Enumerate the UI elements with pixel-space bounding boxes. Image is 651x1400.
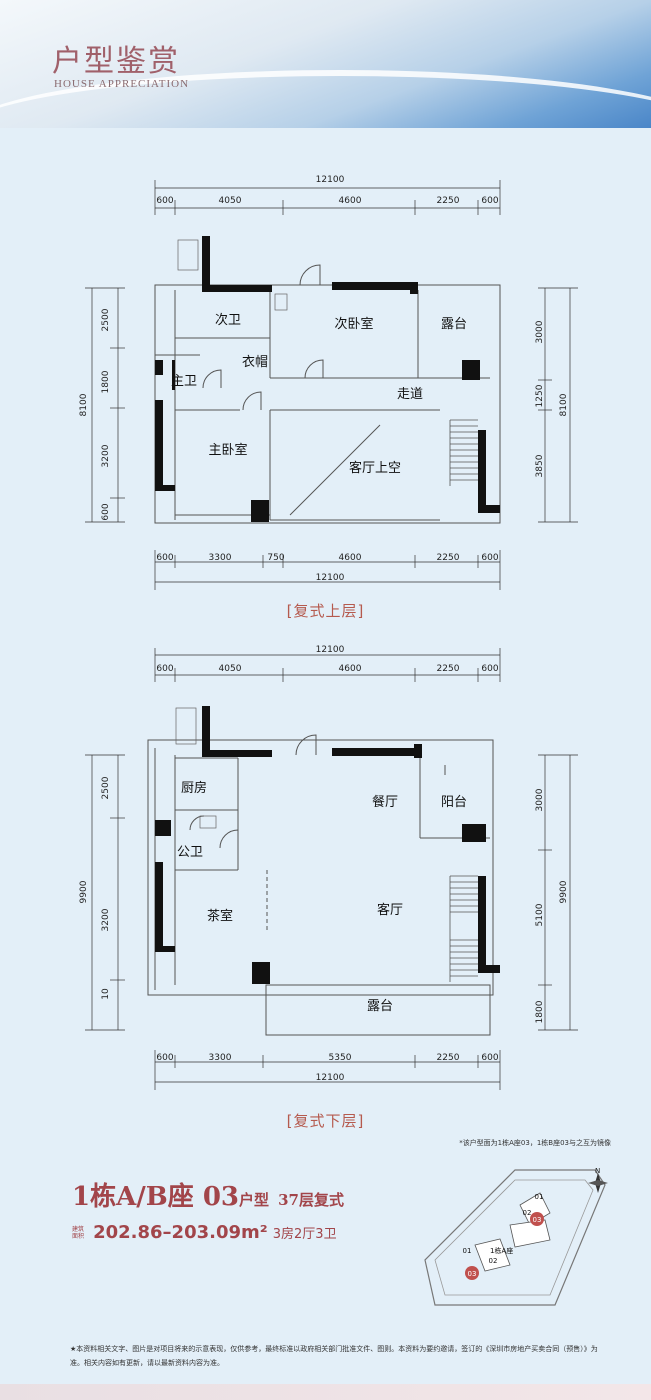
lower-floor-label: [复式下层] [286, 1112, 365, 1130]
page-subtitle: HOUSE APPRECIATION [54, 78, 190, 90]
upper-room-ci-wo: 次卧室 [334, 316, 373, 332]
upper-room-yi-mao: 衣帽 [242, 354, 268, 370]
site-unit-01-a: 01 [535, 1193, 544, 1201]
site-unit-03-b: 03 [468, 1270, 477, 1278]
upper-room-zhu-wo: 主卧室 [208, 442, 247, 458]
lower-left-dim-0: 2500 [101, 776, 111, 799]
upper-room-shang-kong: 客厅上空 [349, 460, 401, 476]
lower-right-dim-2: 1800 [535, 1000, 545, 1023]
site-plan: 03 03 01 01 02 02 1栋A座 N [415, 1165, 615, 1324]
unit-number: 03 [202, 1182, 239, 1212]
upper-room-ci-wei: 次卫 [215, 312, 241, 328]
lower-room-chu-fang: 厨房 [181, 780, 207, 796]
upper-bottom-dim-3: 4600 [339, 553, 362, 563]
disclaimer: ★本资料相关文字、图片是对项目将来的示意表现，仅供参考，最终标准以政府相关部门批… [70, 1345, 598, 1367]
area-line: 建筑面积 202.86–203.09m² 3房2厅3卫 [72, 1222, 337, 1243]
upper-top-dim-3: 2250 [437, 196, 460, 206]
upper-left-total: 8100 [79, 393, 89, 416]
lower-bottom-dim-3: 2250 [437, 1053, 460, 1063]
upper-bottom-dim-4: 2250 [437, 553, 460, 563]
site-unit-02-a: 02 [523, 1209, 532, 1217]
upper-floor-label: [复式上层] [286, 602, 365, 620]
upper-room-lu-tai: 露台 [441, 317, 467, 332]
site-unit-02-b: 02 [489, 1257, 498, 1265]
header-swoosh [0, 70, 651, 128]
upper-floor-plan: 12100 600 4050 4600 2250 600 8100 2500 1… [0, 0, 651, 620]
lower-room-yang-tai: 阳台 [441, 795, 467, 810]
lower-top-dim-4: 600 [481, 664, 498, 674]
lower-top-total: 12100 [316, 645, 345, 655]
header-banner: 户型鉴赏 HOUSE APPRECIATION [0, 0, 651, 128]
lower-bottom-dim-1: 3300 [209, 1053, 232, 1063]
lower-top-dim-2: 4600 [339, 664, 362, 674]
lower-left-dim-1: 3200 [101, 908, 111, 931]
lower-room-cha-shi: 茶室 [207, 908, 233, 924]
site-unit-01-b: 01 [463, 1247, 472, 1255]
lower-top-dim-3: 2250 [437, 664, 460, 674]
upper-right-dim-2: 3850 [535, 454, 545, 477]
lower-right-dim-0: 3000 [535, 788, 545, 811]
compass-icon: N [588, 1167, 608, 1193]
upper-right-total: 8100 [559, 393, 569, 416]
upper-top-dim-4: 600 [481, 196, 498, 206]
unit-floor: 37层复式 [278, 1191, 344, 1209]
upper-right-dim-0: 3000 [535, 320, 545, 343]
lower-left-total: 9900 [79, 880, 89, 903]
lower-room-lu-tai: 露台 [367, 999, 393, 1014]
area-label: 建筑面积 [72, 1225, 85, 1240]
lower-room-ke-ting: 客厅 [377, 902, 403, 918]
site-unit-03-a: 03 [533, 1216, 542, 1224]
mirror-note: *该户型面为1栋A座03，1栋B座03与之互为镜像 [459, 1139, 611, 1147]
lower-right-total: 9900 [559, 880, 569, 903]
upper-bottom-dim-5: 600 [481, 553, 498, 563]
lower-bottom-dim-4: 600 [481, 1053, 498, 1063]
unit-title: 1栋A/B座 03户型 37层复式 [72, 1176, 344, 1213]
lower-bottom-dim-0: 600 [156, 1053, 173, 1063]
site-bldg-label: 1栋A座 [490, 1246, 513, 1255]
area-value: 202.86–203.09m² [93, 1222, 268, 1243]
lower-left-dim-2: 10 [101, 988, 111, 1000]
lower-room-gong-wei: 公卫 [177, 845, 203, 860]
upper-left-dim-2: 3200 [101, 444, 111, 467]
lower-room-can-ting: 餐厅 [372, 794, 398, 810]
upper-room-zhu-wei: 主卫 [171, 374, 197, 389]
bottom-bar [0, 1384, 651, 1400]
upper-room-zou-dao: 走道 [397, 387, 423, 402]
lower-bottom-total: 12100 [316, 1073, 345, 1083]
upper-right-dim-1: 1250 [535, 384, 545, 407]
upper-top-dim-1: 4050 [219, 196, 242, 206]
upper-bottom-dim-0: 600 [156, 553, 173, 563]
upper-top-dim-0: 600 [156, 196, 173, 206]
upper-top-total: 12100 [316, 175, 345, 185]
upper-bottom-dim-1: 3300 [209, 553, 232, 563]
lower-top-dim-0: 600 [156, 664, 173, 674]
upper-left-dim-3: 600 [101, 503, 111, 520]
unit-type-suffix: 户型 [239, 1191, 270, 1209]
upper-bottom-total: 12100 [316, 573, 345, 583]
lower-right-dim-1: 5100 [535, 903, 545, 926]
lower-top-dim-1: 4050 [219, 664, 242, 674]
lower-bottom-dim-2: 5350 [329, 1053, 352, 1063]
upper-bottom-dim-2: 750 [267, 553, 284, 563]
page-title: 户型鉴赏 [52, 44, 180, 79]
compass-north: N [595, 1167, 600, 1175]
lower-floor-plan: 12100 600 4050 4600 2250 600 9900 2500 3… [79, 645, 578, 1090]
room-config: 3房2厅3卫 [272, 1227, 337, 1242]
upper-top-dim-2: 4600 [339, 196, 362, 206]
upper-left-dim-0: 2500 [101, 308, 111, 331]
upper-left-dim-1: 1800 [101, 370, 111, 393]
unit-building: 1栋A/B座 [72, 1182, 194, 1212]
